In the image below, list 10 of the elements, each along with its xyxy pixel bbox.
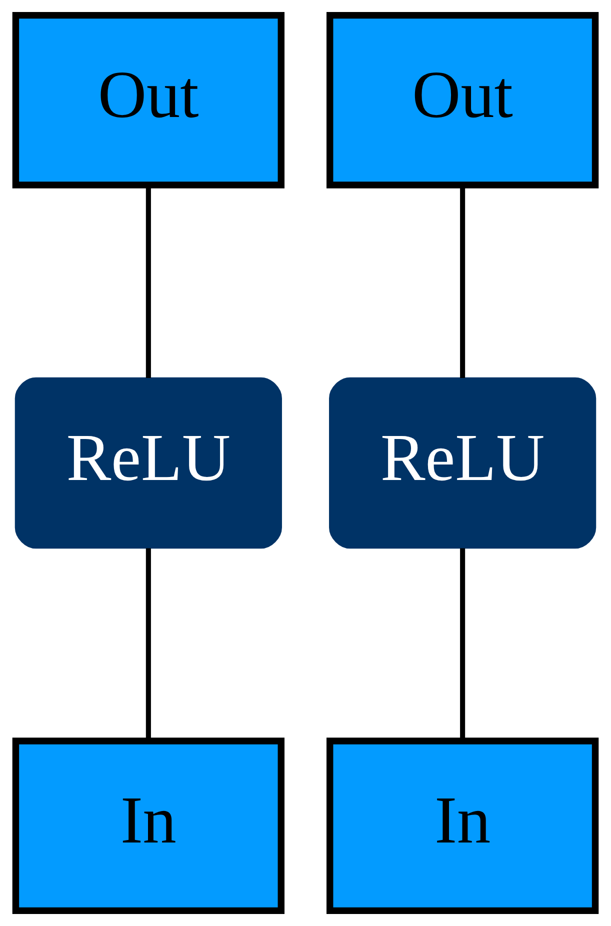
connector [146, 185, 151, 378]
connector [460, 548, 466, 741]
node-box: In [12, 738, 284, 914]
node-box: ReLU [329, 377, 596, 549]
node-box: In [326, 738, 599, 914]
connector [146, 548, 151, 741]
connector [460, 185, 466, 378]
node-box: ReLU [14, 377, 282, 549]
node-box: Out [326, 12, 599, 188]
node-box: Out [12, 12, 284, 188]
